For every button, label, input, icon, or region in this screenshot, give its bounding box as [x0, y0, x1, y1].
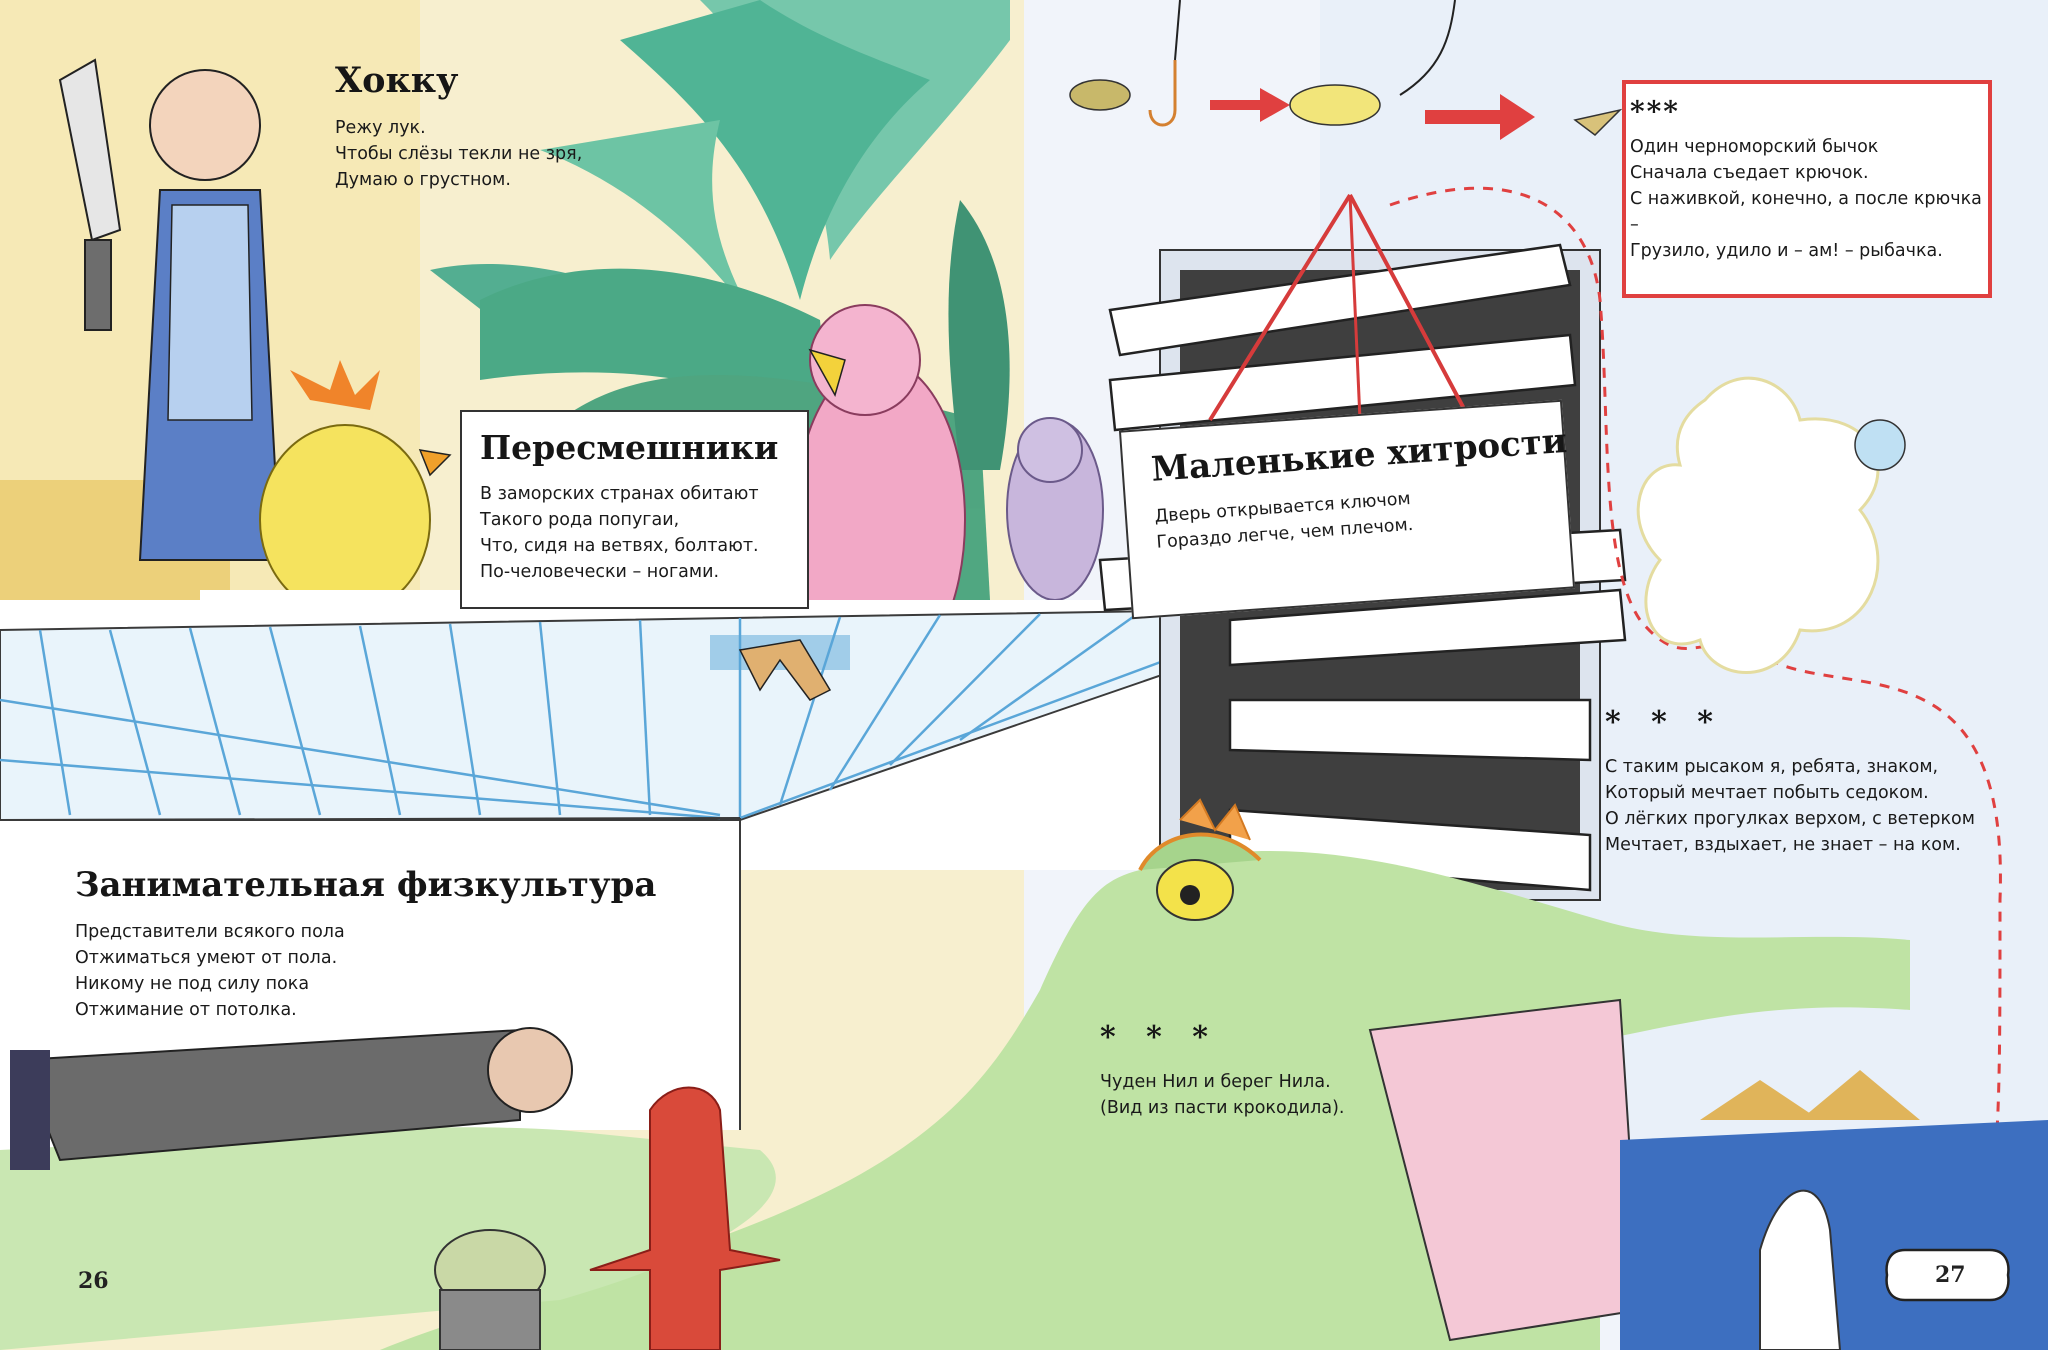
poem-line: Мечтает, вздыхает, не знает – на ком.: [1605, 835, 1961, 855]
poem-line: Сначала съедает крючок.: [1630, 163, 1869, 183]
poem-fitness: Занимательная физкультура Представители …: [75, 865, 715, 1023]
page-number-left: 26: [78, 1268, 109, 1294]
poem-line: Никому не под силу пока: [75, 974, 310, 994]
poem-nile: * * * Чуден Нил и берег Нила. (Вид из па…: [1100, 1020, 1390, 1121]
poem-stars: * * *: [1100, 1020, 1218, 1055]
poem-line: (Вид из пасти крокодила).: [1100, 1098, 1345, 1118]
poem-line: Грузило, удило и – ам! – рыбачка.: [1630, 241, 1943, 261]
poem-stars: * * *: [1605, 705, 1723, 740]
poem-title: Пересмешники: [480, 428, 779, 467]
cook-illustration: [0, 58, 282, 620]
poem-goby: *** Один черноморский бычок Сначала съед…: [1630, 95, 1990, 264]
card-goby: [1622, 80, 1992, 298]
poem-line: Отжиматься умеют от пола.: [75, 948, 338, 968]
poem-line: Думаю о грустном.: [335, 170, 511, 190]
man-upside-down-illustration: [10, 1027, 573, 1170]
page-plate-right: [1885, 1248, 2010, 1302]
poem-line: Представители всякого пола: [75, 922, 345, 942]
poem-haiku: Хокку Режу лук. Чтобы слёзы текли не зря…: [335, 60, 635, 193]
poem-line: В заморских странах обитают: [480, 484, 759, 504]
crocodile-illustration: [0, 798, 2048, 1350]
fish-sequence: [1069, 0, 1623, 140]
poem-line: С таким рысаком я, ребята, знаком,: [1605, 757, 1939, 777]
poem-line: По-человечески – ногами.: [480, 562, 720, 582]
poem-line: Чуден Нил и берег Нила.: [1100, 1072, 1331, 1092]
poem-trotter: * * * С таким рысаком я, ребята, знаком,…: [1605, 705, 2035, 858]
ceiling-box: [0, 590, 1221, 1150]
poem-line: Чтобы слёзы текли не зря,: [335, 144, 583, 164]
poem-line: Один черноморский бычок: [1630, 137, 1879, 157]
card-mockingbirds: [460, 410, 809, 609]
page-number-right: 27: [1935, 1262, 1966, 1288]
poem-title: Занимательная физкультура: [75, 865, 657, 905]
violet-parrot-illustration: [1006, 417, 1104, 601]
red-figure-illustration: [589, 1086, 781, 1350]
poem-line: Который мечтает побыть седоком.: [1605, 783, 1929, 803]
poem-line: С наживкой, конечно, а после крючка –: [1630, 189, 1982, 235]
poem-mockingbirds: Пересмешники В заморских странах обитают…: [480, 428, 800, 585]
poem-line: Режу лук.: [335, 118, 426, 138]
poem-line: Отжимание от потолка.: [75, 1000, 297, 1020]
yoda-figure-illustration: [434, 1229, 546, 1350]
poem-line: Что, сидя на ветвях, болтают.: [480, 536, 759, 556]
poem-title: Хокку: [335, 60, 459, 101]
poem-stars: ***: [1630, 95, 1680, 128]
poem-line: О лёгких прогулках верхом, с ветерком: [1605, 809, 1975, 829]
poem-line: Такого рода попугаи,: [480, 510, 680, 530]
